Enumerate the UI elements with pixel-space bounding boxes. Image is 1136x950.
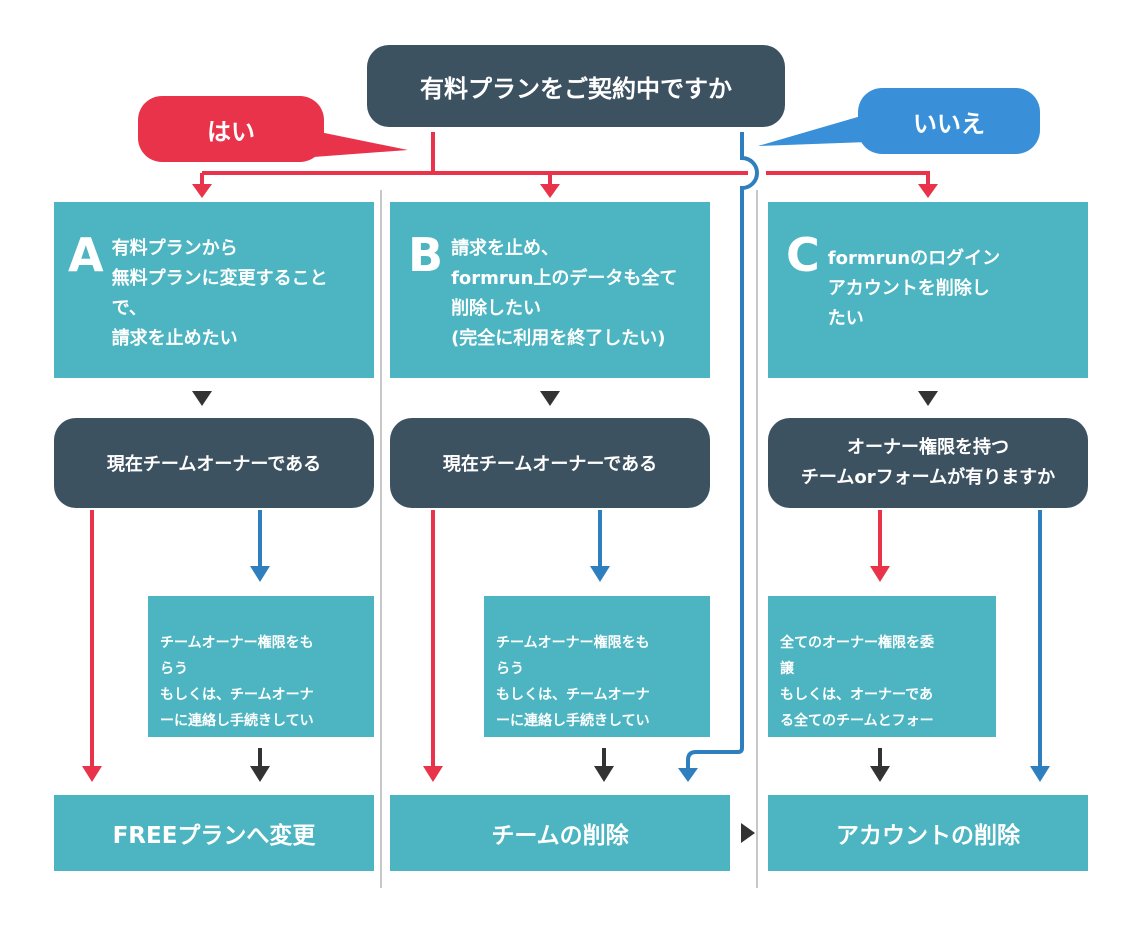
option-a-box: A 有料プランから 無料プランに変更すること で、 請求を止めたい (54, 202, 374, 378)
yes-connector (431, 132, 748, 175)
option-description: 請求を止め、 formrun上のデータも全て 削除したい (完全に利用を終了した… (451, 238, 678, 349)
decision-text: 現在チームオーナーである (442, 454, 658, 475)
arrow-head (250, 766, 270, 782)
yes-bubble: はい (138, 96, 324, 162)
option-c-box: C formrunのログイン アカウントを削除し たい (768, 202, 1088, 378)
arrow-head (192, 391, 212, 406)
arrow-head (82, 766, 102, 782)
arrow-head (250, 566, 270, 582)
arrow-head (870, 566, 890, 582)
no-connector (686, 132, 759, 770)
decision-box: 現在チームオーナーである (54, 418, 374, 508)
arrow-head (741, 823, 755, 843)
action-text: 全てのオーナー権限を委 譲 もしくは、オーナーであ る全てのチームとフォー ムを… (780, 635, 934, 755)
action-box: 全てのオーナー権限を委 譲 もしくは、オーナーであ る全てのチームとフォー ムを… (768, 596, 996, 755)
option-b-box: B 請求を止め、 formrun上のデータも全て 削除したい (完全に利用を終了… (390, 202, 710, 378)
action-text: チームオーナー権限をも らう もしくは、チームオーナ ーに連絡し手続きしてい た… (160, 635, 314, 755)
arrow-head (192, 184, 212, 198)
decision-box: 現在チームオーナーである (390, 418, 710, 508)
result-box: アカウントの削除 (768, 795, 1088, 871)
decision-text: 現在チームオーナーである (106, 454, 322, 475)
option-letter: A (68, 228, 104, 282)
option-letter: B (408, 228, 444, 282)
arrow-head (678, 768, 698, 782)
no-bubble-tail (758, 114, 868, 146)
arrow-head (1030, 766, 1050, 782)
decision-text: オーナー権限を持つ チームorフォームが有りますか (800, 437, 1056, 488)
arrow-head (590, 566, 610, 582)
result-text: チームの削除 (491, 823, 629, 849)
main-question-text: 有料プランをご契約中ですか (420, 74, 732, 103)
action-box: チームオーナー権限をも らう もしくは、チームオーナ ーに連絡し手続きしてい た… (148, 596, 374, 755)
main-question: 有料プランをご契約中ですか (367, 45, 785, 127)
no-label: いいえ (913, 109, 985, 138)
yes-connector (766, 171, 930, 186)
arrow-head (918, 391, 938, 406)
arrow-head (423, 766, 443, 782)
result-box: チームの削除 (390, 795, 730, 871)
result-text: アカウントの削除 (836, 823, 1020, 849)
arrow-head (540, 184, 560, 198)
action-text: チームオーナー権限をも らう もしくは、チームオーナ ーに連絡し手続きしてい た… (496, 635, 650, 755)
decision-box: オーナー権限を持つ チームorフォームが有りますか (768, 418, 1088, 508)
arrow-head (870, 766, 890, 782)
arrow-head (918, 184, 938, 198)
option-description: 有料プランから 無料プランに変更すること で、 請求を止めたい (111, 238, 328, 349)
option-description: formrunのログイン アカウントを削除し たい (827, 248, 1001, 329)
result-text: FREEプランへ変更 (112, 823, 316, 849)
arrow-head (594, 766, 614, 782)
no-bubble: いいえ (858, 88, 1040, 154)
result-box: FREEプランへ変更 (54, 795, 374, 871)
yes-label: はい (207, 117, 255, 146)
arrow-head (540, 391, 560, 406)
yes-bubble-tail (300, 128, 408, 158)
action-box: チームオーナー権限をも らう もしくは、チームオーナ ーに連絡し手続きしてい た… (484, 596, 710, 755)
option-letter: C (786, 228, 820, 282)
